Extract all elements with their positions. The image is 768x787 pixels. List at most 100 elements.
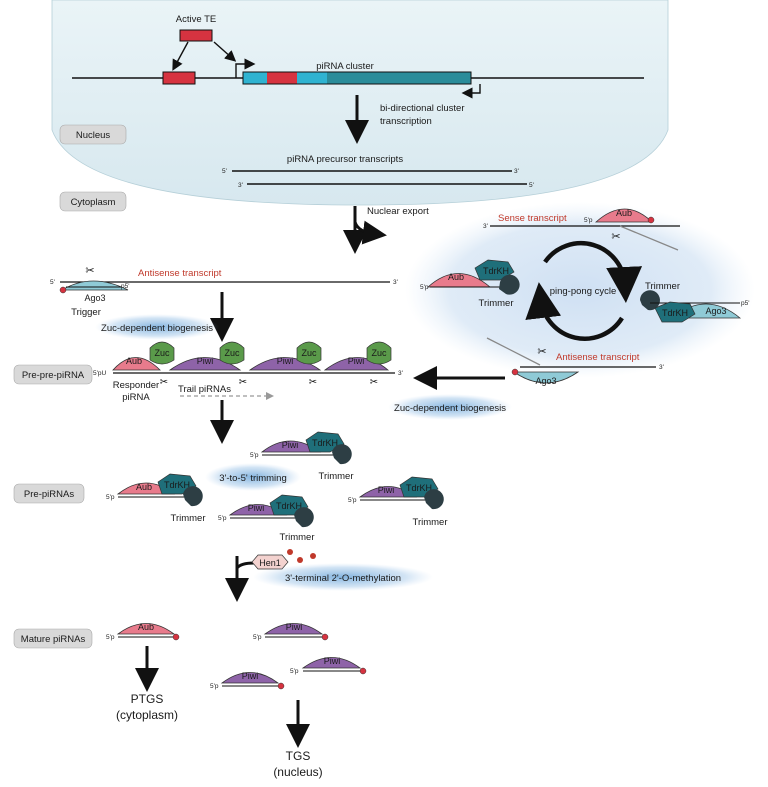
svg-text:Aub: Aub (448, 272, 464, 282)
scissors-icon: ✂ (239, 377, 247, 388)
svg-text:5'p: 5'p (106, 634, 115, 641)
svg-text:Piwi: Piwi (277, 356, 294, 366)
zuc-biogenesis-label-1: Zuc-dependent biogenesis (101, 323, 213, 334)
mature-piwi-3: 5'p Piwi (210, 671, 285, 690)
zuc-halo-1 (95, 314, 219, 340)
svg-text:TdrKH: TdrKH (483, 266, 509, 276)
svg-text:Piwi: Piwi (324, 656, 341, 666)
trigger-label: Trigger (71, 307, 101, 318)
svg-text:5'p: 5'p (250, 452, 259, 459)
zuc-halo-2 (388, 394, 512, 420)
svg-text:Nucleus: Nucleus (76, 130, 111, 141)
mature-piwi-2: 5'p Piwi (290, 656, 367, 675)
svg-text:3': 3' (393, 279, 398, 286)
pre-aub: 5'p Aub TdrKH Trimmer (106, 473, 206, 524)
ago3-tdrkh-right: Trimmer p5' Ago3 TdrKH (640, 281, 749, 323)
svg-text:Trimmer: Trimmer (171, 513, 206, 524)
svg-text:Mature piRNAs: Mature piRNAs (21, 634, 86, 645)
svg-text:5'pU: 5'pU (93, 370, 106, 377)
scissors-icon: ✂ (160, 377, 168, 388)
cluster-label: piRNA cluster (316, 61, 374, 72)
nuclear-export-label: Nuclear export (367, 206, 429, 217)
svg-text:Piwi: Piwi (282, 440, 299, 450)
svg-text:Hen1: Hen1 (259, 558, 281, 568)
responder-label-1: Responder (113, 380, 159, 391)
prepre-complex: 5'pU 3' Aub Piwi Piwi Piwi Zuc Zuc Zuc Z… (93, 341, 403, 388)
aub-tdrkh-left: Aub TdrKH 5'p Trimmer (420, 259, 520, 309)
svg-text:Piwi: Piwi (242, 671, 259, 681)
svg-text:Trimmer: Trimmer (479, 298, 514, 309)
ptgs-label-2: (cytoplasm) (116, 708, 178, 722)
trail-label: Trail piRNAs (178, 384, 231, 395)
scissors-icon: ✂ (309, 377, 317, 388)
promoter-arrow-reverse (461, 84, 481, 99)
svg-text:5': 5' (222, 168, 227, 175)
svg-text:Zuc: Zuc (154, 348, 170, 358)
tgs-label-2: (nucleus) (273, 765, 322, 779)
antisense-label-right: Antisense transcript (556, 352, 640, 363)
svg-text:5'p: 5'p (584, 217, 593, 224)
cytoplasm-label: Cytoplasm (59, 191, 127, 212)
nucleus-region (51, 0, 669, 206)
svg-text:3': 3' (659, 364, 664, 371)
svg-text:Trimmer: Trimmer (413, 517, 448, 528)
active-te-label: Active TE (176, 14, 216, 25)
trimming-halo (205, 463, 301, 491)
svg-text:5'p: 5'p (218, 515, 227, 522)
transcription-label-2: transcription (380, 116, 432, 127)
scissors-icon: ✂ (537, 346, 546, 358)
methylation-label: 3'-terminal 2'-O-methylation (285, 573, 401, 584)
precursor-label: piRNA precursor transcripts (287, 154, 403, 165)
svg-text:TdrKH: TdrKH (406, 483, 432, 493)
inserted-te (162, 71, 196, 85)
svg-text:5': 5' (529, 182, 534, 189)
svg-text:Aub: Aub (616, 208, 632, 218)
svg-text:p5': p5' (121, 283, 129, 290)
zuc-biogenesis-label-2: Zuc-dependent biogenesis (394, 403, 506, 414)
scissors-icon: ✂ (85, 265, 94, 277)
svg-text:TdrKH: TdrKH (164, 480, 190, 490)
svg-text:Trimmer: Trimmer (280, 532, 315, 543)
svg-text:Ago3: Ago3 (84, 293, 105, 303)
svg-text:TdrKH: TdrKH (662, 308, 688, 318)
pre-piwi-top: 5'p Piwi TdrKH Trimmer (250, 431, 354, 482)
nucleus-label: Nucleus (59, 124, 127, 145)
svg-text:Trimmer: Trimmer (319, 471, 354, 482)
aub-ping: Aub 5'p (584, 208, 655, 224)
svg-text:Piwi: Piwi (348, 356, 365, 366)
mature-aub: 5'p Aub (106, 622, 180, 641)
svg-text:Zuc: Zuc (301, 348, 317, 358)
svg-text:Trimmer: Trimmer (645, 281, 680, 292)
svg-text:Zuc: Zuc (371, 348, 387, 358)
svg-text:3': 3' (238, 182, 243, 189)
svg-text:Aub: Aub (126, 356, 142, 366)
svg-text:Piwi: Piwi (197, 356, 214, 366)
antisense-label-left: Antisense transcript (138, 268, 222, 279)
svg-text:5'p: 5'p (348, 497, 357, 504)
svg-text:Pre-pre-piRNA: Pre-pre-piRNA (22, 370, 85, 381)
svg-text:p5': p5' (741, 300, 749, 307)
methylation-halo (253, 563, 433, 591)
svg-text:5'p: 5'p (420, 284, 429, 291)
svg-text:TdrKH: TdrKH (312, 438, 338, 448)
pre-piwi-bottom: 5'p Piwi TdrKH Trimmer (218, 494, 315, 543)
svg-text:Aub: Aub (136, 482, 152, 492)
tgs-label-1: TGS (286, 749, 311, 763)
svg-text:Piwi: Piwi (248, 503, 265, 513)
svg-text:Aub: Aub (138, 622, 154, 632)
promoter-arrow-forward (235, 58, 256, 78)
pre-stage-label: Pre-piRNAs (13, 483, 85, 504)
svg-text:Ago3: Ago3 (535, 376, 556, 386)
ago3-trigger: Ago3 p5' (59, 280, 129, 303)
scissors-icon: ✂ (611, 231, 620, 243)
hen1: Hen1 (251, 554, 289, 570)
prepre-stage-label: Pre-pre-piRNA (13, 364, 93, 385)
scissors-icon: ✂ (370, 377, 378, 388)
svg-text:TdrKH: TdrKH (276, 501, 302, 511)
transcription-label-1: bi-directional cluster (380, 103, 464, 114)
svg-text:3': 3' (483, 223, 488, 230)
ping-pong-cycle: ping-pong cycle (525, 240, 643, 341)
pre-piwi-right: 5'p Piwi TdrKH Trimmer (348, 476, 448, 528)
svg-text:Pre-piRNAs: Pre-piRNAs (24, 489, 74, 500)
svg-text:Cytoplasm: Cytoplasm (71, 197, 116, 208)
